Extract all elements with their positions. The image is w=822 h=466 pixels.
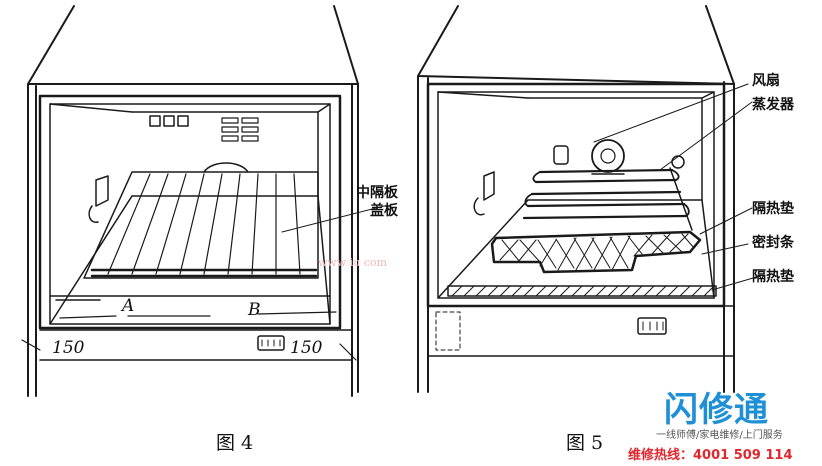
fig5-cabinet-left (417, 75, 429, 393)
mark-b: B (248, 300, 261, 320)
fig4-latch (257, 335, 285, 351)
label-insulation-bottom: 隔热垫 (752, 269, 794, 285)
label-cover: 盖板 (370, 203, 398, 219)
fig5-evaporator (522, 168, 688, 220)
fig5-fan (591, 139, 625, 173)
fig5-latch (637, 317, 667, 335)
fig4-cabinet-top (27, 5, 359, 85)
dimension-left: 150 (52, 338, 85, 358)
label-insulation-top: 隔热垫 (752, 201, 794, 217)
fig4-cabinet-right (351, 83, 359, 397)
hotline-text: 维修热线：4001 509 114 (628, 448, 793, 463)
caption-figure-5: 图 5 (566, 432, 604, 454)
label-fan: 风扇 (752, 73, 780, 89)
fig5-cabinet-right (723, 81, 735, 393)
faint-watermark: www iu com (318, 256, 388, 269)
label-seal: 密封条 (752, 235, 794, 251)
figure-4-drawing (21, 5, 385, 397)
caption-figure-4: 图 4 (216, 432, 254, 454)
brand-logo: 闪修通 (664, 390, 769, 430)
fig4-shelf (83, 171, 319, 279)
mark-a: A (122, 296, 135, 316)
fig5-bottom-insulation (447, 285, 717, 297)
fig5-insulation-pad (490, 230, 702, 274)
figure-5-drawing (417, 5, 761, 393)
label-partition: 中隔板 (356, 185, 398, 201)
fig4-door-frame (38, 94, 342, 330)
dimension-right: 150 (290, 338, 323, 358)
fig5-cabinet-top (417, 5, 735, 85)
brand-slogan: 一线师傅/家电维修/上门服务 (656, 430, 783, 441)
label-evaporator: 蒸发器 (752, 97, 794, 113)
fig4-cabinet-left (27, 83, 37, 397)
